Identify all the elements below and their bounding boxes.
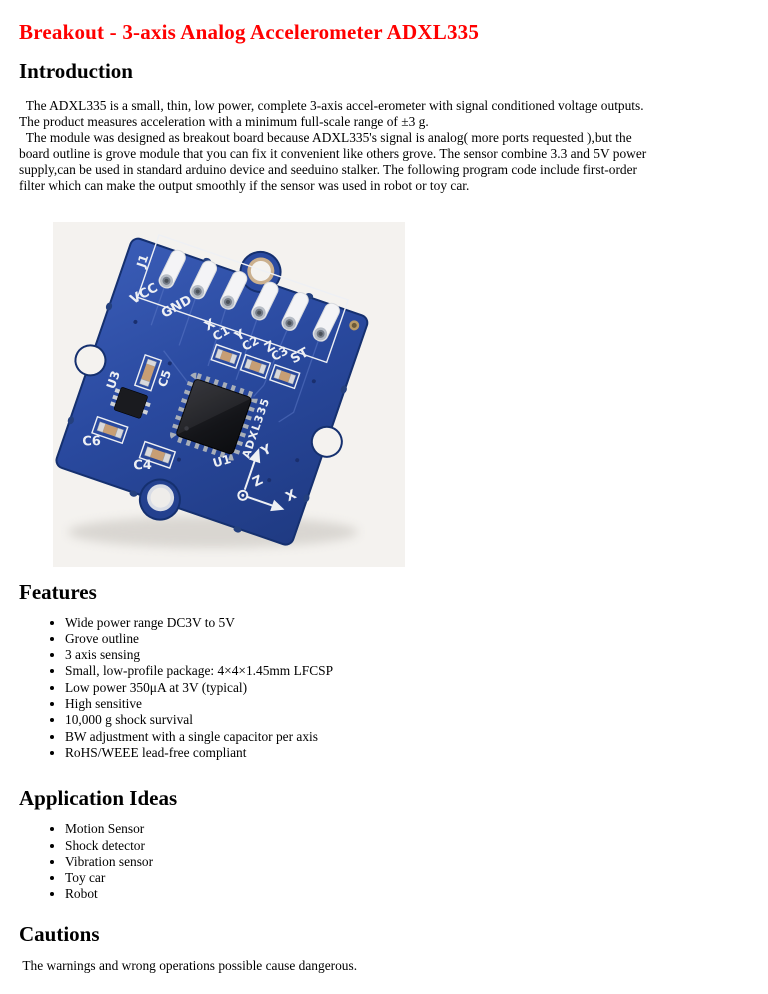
ref-label-c6: C6 bbox=[82, 434, 101, 449]
page-title: Breakout - 3-axis Analog Accelerometer A… bbox=[19, 20, 480, 44]
list-item: BW adjustment with a single capacitor pe… bbox=[65, 729, 749, 745]
heading-features: Features bbox=[19, 579, 97, 604]
mounting-hole bbox=[250, 260, 271, 281]
ref-label-c4: C4 bbox=[133, 458, 152, 473]
connector-label: J1 bbox=[134, 252, 152, 270]
list-item: High sensitive bbox=[65, 696, 749, 712]
mounting-hole bbox=[150, 487, 171, 508]
cautions-text: The warnings and wrong operations possib… bbox=[19, 957, 358, 973]
heading-application-ideas: Application Ideas bbox=[19, 786, 178, 811]
ref-label-u1: U1 bbox=[211, 452, 232, 470]
pcb-traces bbox=[150, 286, 319, 423]
ref-label-u3: U3 bbox=[104, 369, 123, 391]
list-item: Wide power range DC3V to 5V bbox=[65, 615, 749, 631]
list-item: 3 axis sensing bbox=[65, 647, 749, 663]
list-item: Vibration sensor bbox=[65, 854, 749, 870]
document-page: Breakout - 3-axis Analog Accelerometer A… bbox=[0, 0, 768, 974]
left-notch bbox=[74, 343, 107, 376]
capacitor-c5 bbox=[133, 353, 163, 392]
list-item: Low power 350μA at 3V (typical) bbox=[65, 680, 749, 696]
introduction-text: The ADXL335 is a small, thin, low power,… bbox=[19, 98, 749, 195]
applications-list: Motion Sensor Shock detector Vibration s… bbox=[19, 821, 749, 902]
right-notch bbox=[310, 425, 343, 458]
capacitors-c1-c2-c3 bbox=[210, 343, 301, 389]
header-silk-box bbox=[136, 233, 350, 363]
paragraph-line: board outline is grove module that you c… bbox=[19, 146, 647, 162]
capacitor-c6 bbox=[91, 415, 129, 444]
heading-cautions: Cautions bbox=[19, 921, 100, 946]
list-item: RoHS/WEEE lead-free compliant bbox=[65, 745, 749, 761]
list-item: Toy car bbox=[65, 870, 749, 886]
features-list: Wide power range DC3V to 5V Grove outlin… bbox=[19, 615, 749, 762]
capacitor-c4 bbox=[138, 440, 177, 469]
list-item: Grove outline bbox=[65, 631, 749, 647]
paragraph-line: The ADXL335 is a small, thin, low power,… bbox=[19, 98, 644, 113]
paragraph-line: filter which can make the output smoothl… bbox=[19, 178, 470, 194]
heading-introduction: Introduction bbox=[19, 59, 133, 83]
paragraph-line: The module was designed as breakout boar… bbox=[19, 130, 632, 146]
list-item: Shock detector bbox=[65, 838, 749, 854]
vias bbox=[133, 319, 316, 482]
board-photo: J1 VCC GND X Y Z ST bbox=[53, 221, 405, 567]
list-item: Robot bbox=[65, 886, 749, 902]
list-item: Motion Sensor bbox=[65, 821, 749, 837]
chip-u1 bbox=[170, 372, 258, 461]
list-item: Small, low-profile package: 4×4×1.45mm L… bbox=[65, 663, 749, 679]
axis-indicator bbox=[237, 457, 276, 507]
gold-via-hole bbox=[351, 322, 357, 328]
axis-x-arrowhead bbox=[270, 499, 285, 511]
axis-origin-dot bbox=[241, 493, 245, 497]
paragraph-line: The product measures acceleration with a… bbox=[19, 114, 429, 130]
list-item: 10,000 g shock survival bbox=[65, 712, 749, 728]
axis-y-arrowhead bbox=[248, 447, 261, 463]
header-pads bbox=[158, 249, 340, 342]
paragraph-line: supply,can be used in standard arduino d… bbox=[19, 162, 638, 178]
regulator-u3 bbox=[109, 386, 151, 419]
ref-label-c5: C5 bbox=[155, 368, 174, 389]
pcb-illustration: J1 VCC GND X Y Z ST bbox=[55, 233, 369, 548]
